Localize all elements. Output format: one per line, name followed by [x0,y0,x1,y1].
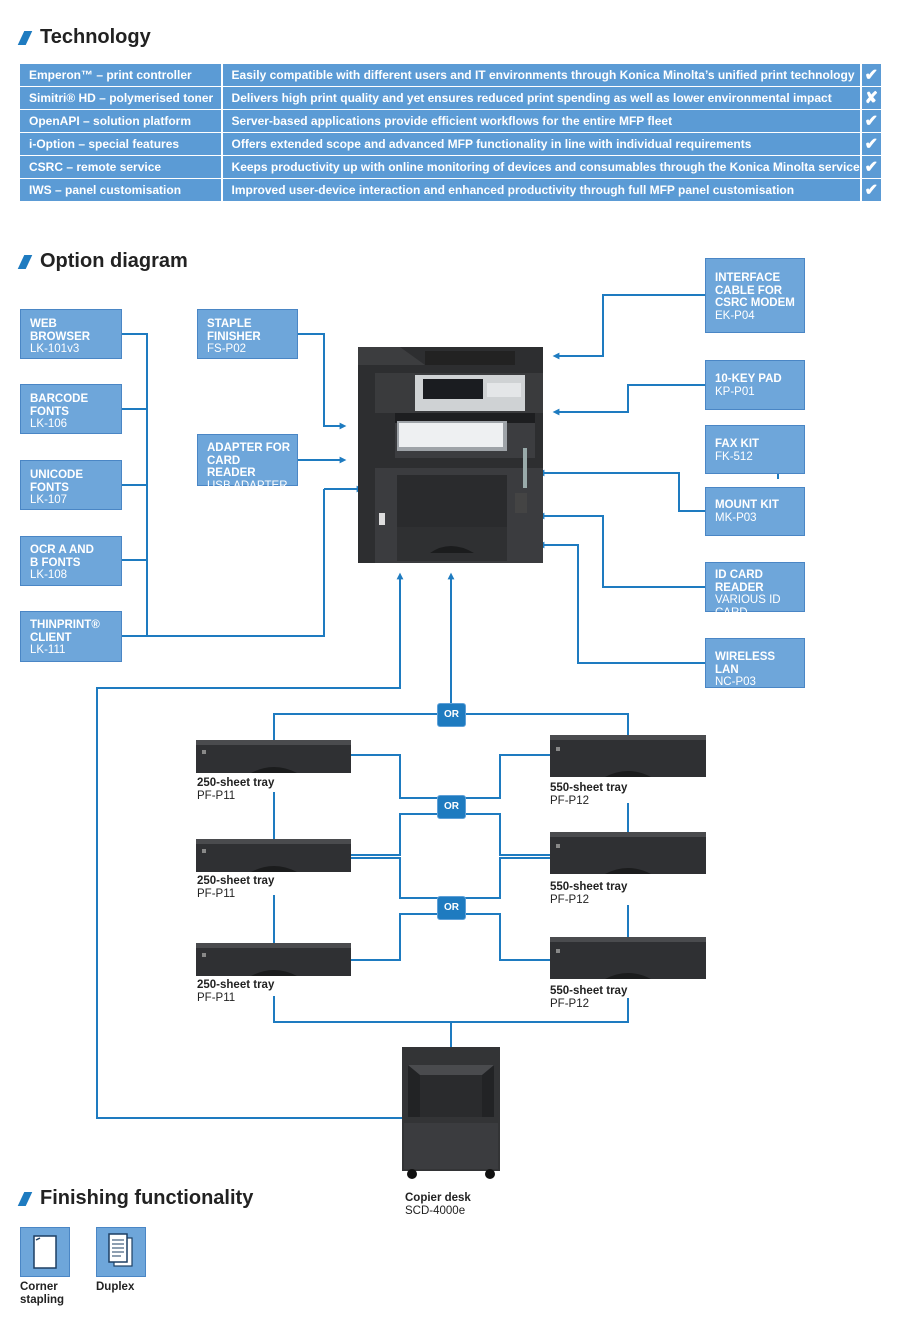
option-card-reader-adapter: ADAPTER FOR CARD READER USB ADAPTER [197,434,298,492]
option-id-card-reader: ID CARD READER VARIOUS ID CARD TECHNOLOG… [705,562,806,631]
tray-550-image [550,832,706,874]
corner-stapling-icon [20,1227,70,1277]
check-icon: ✔ [861,156,881,179]
printer-image [358,347,543,563]
tray-550-image [550,735,706,777]
option-thinprint: THINPRINT® CLIENT LK-111 [20,611,122,662]
finishing-label: Duplex [96,1281,135,1293]
option-unicode-fonts: UNICODE FONTS LK-107 [20,460,122,510]
option-interface-cable: INTERFACE CABLE FOR CSRC MODEM EK-P04 [705,258,805,333]
tray-250-image [196,839,351,872]
tray-550-image [550,937,706,979]
option-diagram-heading: Option diagram [40,250,188,272]
duplex-icon [96,1227,146,1277]
or-badge: OR [437,795,466,819]
check-icon: ✔ [861,133,881,156]
option-10-key-pad: 10-KEY PAD KP-P01 [705,360,805,410]
or-badge: OR [437,896,466,920]
or-badge: OR [437,703,466,727]
option-ocr-fonts: OCR A AND B FONTS LK-108 [20,536,122,586]
option-fax-kit: FAX KIT FK-512 [705,425,805,474]
tray-250-image [196,943,351,976]
check-icon: ✔ [861,64,881,87]
option-wireless-lan: WIRELESS LAN NC-P03 [705,638,805,688]
finishing-heading: Finishing functionality [40,1187,254,1209]
tray-250-image [196,740,351,773]
check-icon: ✔ [861,179,881,202]
option-mount-kit: MOUNT KIT MK-P03 [705,487,805,536]
copier-desk-image [402,1047,500,1179]
option-barcode-fonts: BARCODE FONTS LK-106 [20,384,122,434]
check-icon: ✔ [861,110,881,133]
option-web-browser: WEB BROWSER LK-101v3 [20,309,122,359]
cross-icon: ✘ [861,87,881,110]
technology-heading: Technology [40,26,151,48]
option-staple-finisher: STAPLE FINISHER FS-P02 [197,309,298,359]
